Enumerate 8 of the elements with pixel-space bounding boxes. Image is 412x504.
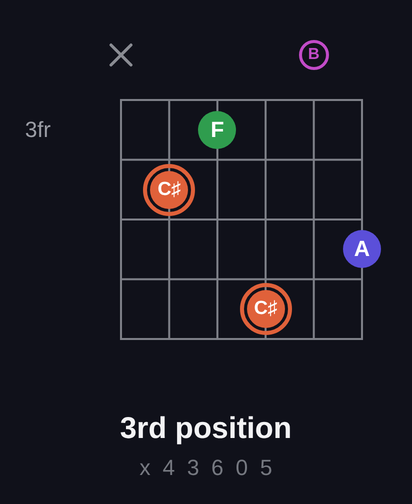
note-marker: A [343,230,381,268]
open-string-marker: B [298,40,329,70]
fingering-caption: x 4 3 6 0 5 [140,457,276,479]
fret-number-label: 3fr [25,119,51,141]
note-marker: F [198,110,236,149]
root-note-marker: C♯ [240,283,292,336]
chord-title: 3rd position [120,414,292,444]
root-note-marker: C♯ [143,164,196,216]
